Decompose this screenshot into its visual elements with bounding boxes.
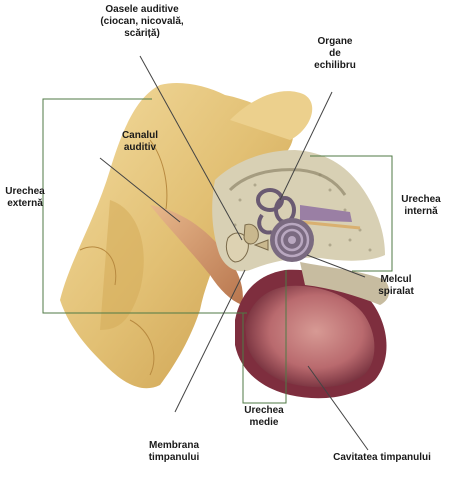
cochlea-shape xyxy=(270,218,314,262)
label-eardrum: Membrana timpanului xyxy=(148,440,200,463)
label-cochlea: Melcul spiralat xyxy=(378,274,414,297)
label-ear-canal: Canalul auditiv xyxy=(121,130,159,153)
outer-ear-frame xyxy=(42,98,247,314)
inner-ear-frame xyxy=(310,155,393,272)
label-inner-ear: Urechea internă xyxy=(401,194,441,217)
label-ossicles: Oasele auditive (ciocan, nicovală, scări… xyxy=(100,4,184,39)
label-outer-ear: Urechea externă xyxy=(5,186,45,209)
label-balance-organs: Organe de echilibru xyxy=(314,36,356,71)
cochlea-leader xyxy=(306,254,366,278)
cavity-leader xyxy=(307,365,369,451)
label-tympanic-cavity: Cavitatea timpanului xyxy=(333,452,431,463)
label-middle-ear: Urechea medie xyxy=(244,405,284,428)
ear-canal-shape xyxy=(150,205,243,305)
balance-leader xyxy=(279,91,333,201)
ossicles-leader xyxy=(139,55,243,241)
middle-ear-frame xyxy=(242,270,287,404)
ossicles-shape xyxy=(225,223,269,263)
canal-leader xyxy=(99,157,181,223)
eardrum-leader xyxy=(174,269,246,413)
